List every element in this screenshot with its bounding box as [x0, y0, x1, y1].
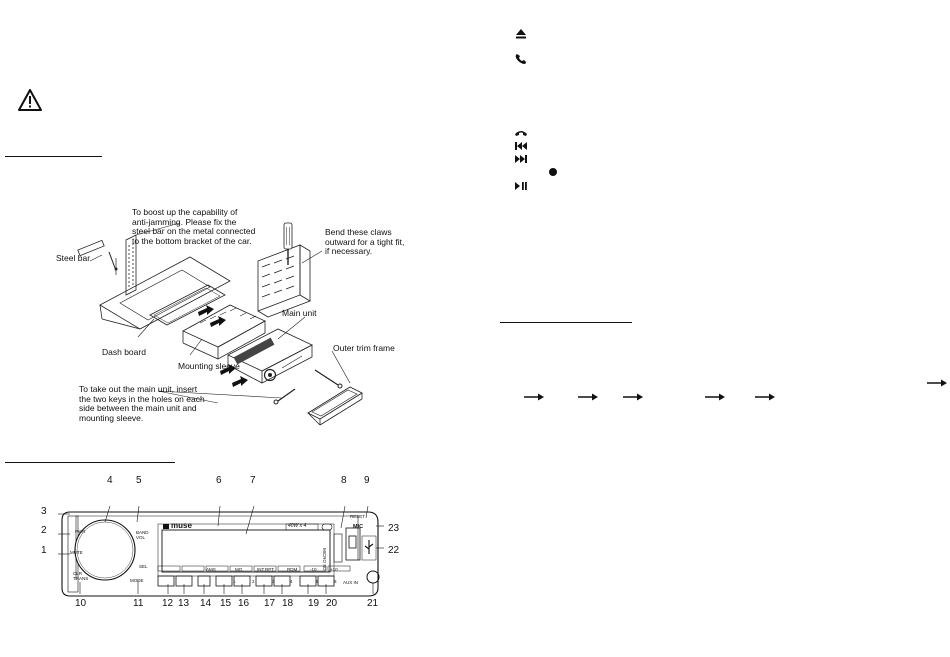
volume-knob: [74, 519, 136, 581]
front-panel-diagram: [58, 505, 384, 597]
arrow-right-icon: [578, 393, 598, 401]
panel-rpt-label: RPT: [265, 567, 274, 572]
installation-diagram: [77, 222, 363, 426]
mounting-bracket: [125, 222, 181, 296]
play-pause-icon: [515, 182, 527, 190]
record-dot-icon: [549, 168, 557, 176]
installation-claws-text: Bend these claws outward for a tight fit…: [325, 227, 405, 256]
claws-bracket: [257, 244, 311, 318]
callout-14: 14: [200, 598, 212, 609]
callout-3: 3: [41, 506, 47, 517]
callout-18: 18: [282, 598, 294, 609]
panel-mode-label: MODE: [130, 578, 144, 583]
section-heading-underline-right: [500, 322, 632, 323]
leader-lines: [89, 250, 351, 404]
dash-board: [99, 256, 231, 330]
panel-preset-1: 1: [233, 579, 236, 584]
label-main-unit: Main unit: [282, 308, 317, 318]
screwdriver-icon: [283, 222, 293, 265]
aux-jack: [366, 570, 380, 584]
section-heading-underline-panel: [5, 462, 175, 463]
panel-reset-label: RESET: [350, 514, 366, 519]
panel-minus10-label: -10: [310, 567, 317, 572]
callout-15: 15: [220, 598, 232, 609]
arrow-right-icon: [524, 393, 544, 401]
previous-track-icon: [515, 142, 527, 150]
callout-4: 4: [107, 475, 113, 486]
callout-7: 7: [250, 475, 256, 486]
mounting-sleeve-frame: [149, 284, 226, 326]
panel-clr-trans-label: CLR TRANS: [73, 571, 89, 581]
panel-band-vol-label: BAND VOL: [136, 530, 149, 540]
panel-preset-5: 5: [316, 579, 319, 584]
label-dash-board: Dash board: [102, 347, 146, 357]
callout-1: 1: [41, 545, 47, 556]
panel-pwr-label: PWR: [75, 529, 86, 534]
callout-10: 10: [75, 598, 87, 609]
panel-micro-sd-label: MICRO SD: [322, 548, 327, 571]
panel-preset-2: 2: [252, 579, 255, 584]
panel-ams-label: AMS: [206, 567, 216, 572]
panel-brand: muse: [171, 521, 192, 530]
micro-sd-slot: [333, 533, 343, 563]
callout-11: 11: [133, 598, 144, 609]
arrow-right-icon: [623, 393, 643, 401]
phone-hangup-icon: [515, 131, 527, 136]
installation-takeout-text: To take out the main unit, insert the tw…: [79, 384, 205, 423]
panel-mute-label: MUTE: [70, 550, 83, 555]
main-unit: [227, 328, 313, 384]
arrow-right-icon: [755, 393, 775, 401]
phone-answer-icon: [515, 54, 526, 64]
installation-boost-text: To boost up the capability of anti-jammi…: [132, 207, 256, 246]
panel-mic-label: MIC: [353, 524, 364, 530]
panel-preset-3: 3: [272, 579, 275, 584]
label-outer-trim-frame: Outer trim frame: [333, 343, 395, 353]
arrow-right-icon: [705, 393, 725, 401]
callout-17: 17: [264, 598, 276, 609]
panel-sel-label: SEL: [139, 564, 148, 569]
callout-8: 8: [341, 475, 347, 486]
callout-23: 23: [388, 523, 400, 534]
eject-icon: [516, 29, 526, 39]
label-steel-bar: Steel bar: [56, 253, 91, 263]
warning-icon: [18, 89, 42, 111]
panel-rdm-label: RDM: [287, 567, 298, 572]
display-window: [161, 529, 331, 573]
callout-9: 9: [364, 475, 370, 486]
next-track-icon: [515, 155, 527, 163]
steel-bar: [77, 239, 118, 275]
outer-trim-frame: [307, 386, 363, 426]
panel-preset-4: 4: [290, 579, 293, 584]
callout-19: 19: [308, 598, 320, 609]
callout-21: 21: [367, 598, 379, 609]
removal-keys: [273, 369, 343, 405]
callout-2: 2: [41, 525, 47, 536]
mounting-sleeve: [182, 304, 266, 360]
panel-plus10-label: +10: [330, 567, 338, 572]
panel-preset-6: 6: [334, 579, 337, 584]
callout-22: 22: [388, 545, 400, 556]
panel-power-badge: 40W x 4: [288, 523, 307, 529]
usb-icon: [364, 540, 374, 554]
callout-12: 12: [162, 598, 174, 609]
panel-int-label: INT: [257, 567, 265, 572]
label-mounting-sleeve: Mounting sleeve: [178, 361, 240, 371]
arrow-right-icon: [927, 379, 947, 387]
section-heading-underline-installation: [5, 156, 102, 157]
panel-mo-label: MO: [235, 567, 243, 572]
insert-arrows: [198, 305, 248, 387]
callout-13: 13: [178, 598, 190, 609]
callout-6: 6: [216, 475, 222, 486]
callout-16: 16: [238, 598, 250, 609]
panel-aux-in-label: AUX IN: [343, 580, 359, 585]
callout-20: 20: [326, 598, 338, 609]
callout-5: 5: [136, 475, 142, 486]
